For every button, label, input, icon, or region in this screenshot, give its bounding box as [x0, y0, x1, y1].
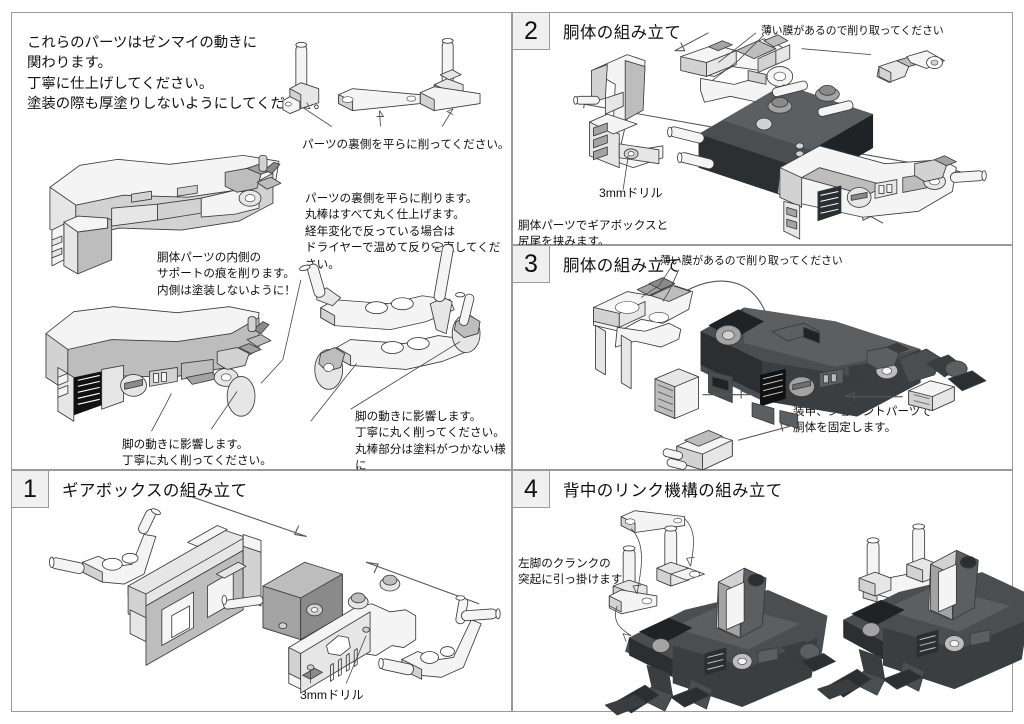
step3-header: 3 胴体の組み立て [512, 245, 681, 283]
panel-step-4: 4 背中のリンク機構の組み立て 左脚のクランクの 突起に引っ掛けます [512, 470, 1024, 716]
step2-joint-part [876, 50, 945, 83]
part-body-assembly-lower [45, 306, 272, 422]
step2-number: 2 [512, 12, 550, 50]
step3-joint-piece [662, 429, 733, 471]
step2-tail-body [777, 145, 987, 240]
step4-right-assembly [817, 523, 1024, 700]
step2-title: 胴体の組み立て [563, 24, 682, 42]
callout-leg-left: 脚の動きに影響します。 丁寧に丸く削ってください。 [122, 438, 272, 468]
callout-flatten-back: パーツの裏側を平らに削ってください。 [302, 138, 510, 151]
part-pin-pad-c [419, 38, 481, 111]
step4-number: 4 [512, 470, 550, 508]
part-crank-lower [314, 292, 481, 390]
step2-open-frame [680, 34, 794, 103]
step3-note-bottom: 装甲、ジョイントパーツで 胴体を固定します。 [793, 405, 932, 435]
panel-step-3: 3 胴体の組み立て 薄い膜があるので削り取ってください 装甲、ジョイントパーツで… [512, 245, 1013, 471]
parts-intro-note: これらのパーツはゼンマイの動きに 関わります。 丁寧に仕上げしてください。 塗装… [27, 35, 329, 113]
step2-body-shell-left [573, 54, 664, 169]
part-left-crank [49, 508, 161, 585]
part-gearbox-housing [127, 525, 262, 666]
callout-shave-detail: パーツの裏側を平らに削ります。 丸棒はすべて丸く仕上げます。 経年変化で反ってい… [305, 192, 501, 271]
part-right-crank [378, 595, 501, 680]
step1-title: ギアボックスの組み立て [62, 482, 248, 500]
step4-header: 4 背中のリンク機構の組み立て [512, 470, 783, 508]
part-link-bar [338, 88, 421, 111]
part-gearbox-plate [288, 574, 417, 694]
step4-title: 背中のリンク機構の組み立て [563, 482, 783, 500]
panel-parts-preparation: これらのパーツはゼンマイの動きに 関わります。 丁寧に仕上げしてください。 塗装… [11, 12, 512, 489]
step3-cover-part [593, 277, 694, 390]
step3-number: 3 [512, 245, 550, 283]
step2-drill-label: 3mmドリル [599, 186, 663, 200]
step3-callout-thin-film: 薄い膜があるので削り取ってください [660, 255, 843, 267]
step1-header: 1 ギアボックスの組み立て [11, 470, 247, 508]
step3-armor-piece [654, 368, 699, 419]
step4-note-left: 左脚のクランクの 突起に引っ掛けます [518, 557, 623, 587]
panel-step-1: 1 ギアボックスの組み立て 3mmドリル [11, 470, 512, 712]
panel-step-2: 2 胴体の組み立て 薄い膜があるので削り取ってください 3mmドリル 胴体パーツ… [512, 12, 1013, 248]
step4-left-assembly [604, 510, 836, 716]
step1-number: 1 [11, 470, 49, 508]
step2-gearbox-block [667, 80, 874, 198]
step1-drill-label: 3mmドリル [300, 688, 364, 702]
step2-header: 2 胴体の組み立て [512, 12, 681, 50]
callout-body-inner: 胴体パーツの内側の サポートの痕を削ります。 内側は塗装しないように！ [157, 251, 296, 297]
step2-callout-thin-film: 薄い膜があるので削り取ってください [761, 25, 944, 37]
part-motor-barrel [221, 561, 343, 641]
